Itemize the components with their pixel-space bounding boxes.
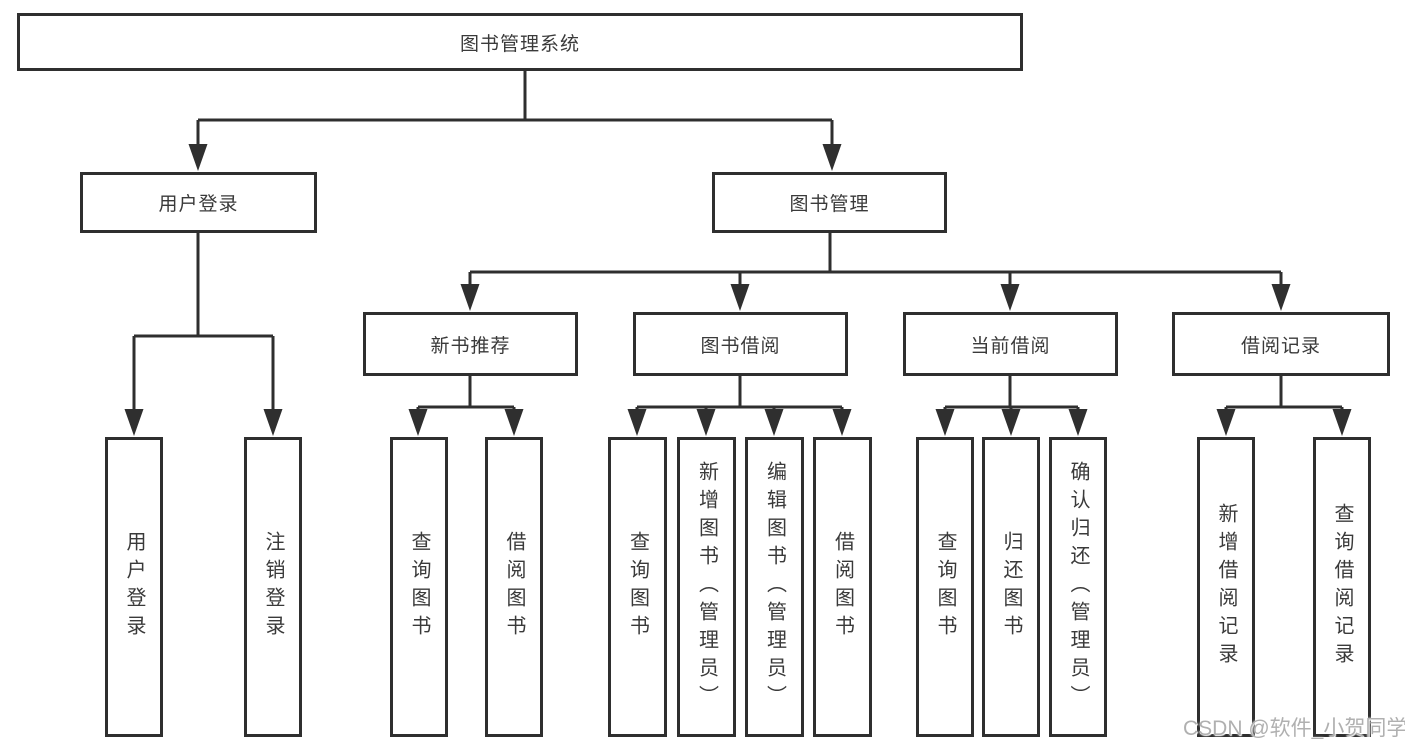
node-label: 用户登录 xyxy=(123,531,145,643)
leaf-logout-login: 注销登录 xyxy=(244,437,302,737)
arrowhead-icon xyxy=(504,409,524,436)
node-current-borrowing: 当前借阅 xyxy=(903,312,1118,376)
node-label: 图书借阅 xyxy=(700,335,781,357)
connector-userlogin-to-leaves xyxy=(132,233,275,412)
leaf-edit-books-admin: 编辑图书（管理员） xyxy=(745,437,804,737)
connector-root-to-level2 xyxy=(196,70,834,150)
leaf-query-books-recommend: 查询图书 xyxy=(390,437,448,737)
leaf-query-books-borrow: 查询图书 xyxy=(608,437,667,737)
node-book-management: 图书管理 xyxy=(712,172,947,233)
csdn-watermark: CSDN @软件_小贺同学 xyxy=(1183,717,1405,740)
arrowhead-icon xyxy=(935,409,955,436)
leaf-borrow-books-borrow: 借阅图书 xyxy=(813,437,872,737)
arrowhead-icon xyxy=(263,409,283,436)
arrowhead-icon xyxy=(1001,409,1021,436)
leaf-confirm-return-admin: 确认归还（管理员） xyxy=(1049,437,1107,737)
connector-newbook-to-leaves xyxy=(416,375,516,414)
node-label: 借阅记录 xyxy=(1240,335,1321,357)
arrowhead-icon xyxy=(124,409,144,436)
leaf-borrow-books-recommend: 借阅图书 xyxy=(485,437,543,737)
node-label: 查询图书 xyxy=(408,531,430,643)
node-user-login: 用户登录 xyxy=(80,172,317,233)
leaf-add-books-admin: 新增图书（管理员） xyxy=(677,437,736,737)
node-label: 查询借阅记录 xyxy=(1331,503,1353,671)
node-label: 编辑图书（管理员） xyxy=(763,461,786,713)
arrowhead-icon xyxy=(822,144,842,171)
node-label: 注销登录 xyxy=(262,531,284,643)
node-label: 借阅图书 xyxy=(831,531,854,643)
connector-bookmgmt-to-level3 xyxy=(468,233,1283,290)
node-label: 图书管理系统 xyxy=(459,33,580,55)
connector-bookborrow-to-leaves xyxy=(635,375,844,414)
node-label: 图书管理 xyxy=(789,194,870,215)
node-label: 确认归还（管理员） xyxy=(1067,461,1089,713)
node-label: 新书推荐 xyxy=(430,335,511,357)
node-label: 查询图书 xyxy=(626,531,649,643)
node-label: 查询图书 xyxy=(934,531,956,643)
leaf-return-books: 归还图书 xyxy=(982,437,1040,737)
node-book-borrowing: 图书借阅 xyxy=(633,312,848,376)
arrowhead-icon xyxy=(1332,409,1352,436)
node-new-book-recommendation: 新书推荐 xyxy=(363,312,578,376)
arrowhead-icon xyxy=(764,409,784,436)
arrowhead-icon xyxy=(1271,284,1291,311)
connector-currentborrow-to-leaves xyxy=(943,375,1080,414)
node-label: 新增借阅记录 xyxy=(1215,503,1237,671)
arrowhead-icon xyxy=(460,284,480,311)
arrowhead-icon xyxy=(188,144,208,171)
arrowhead-icon xyxy=(1068,409,1088,436)
node-borrowing-records: 借阅记录 xyxy=(1172,312,1390,376)
arrowhead-icon xyxy=(730,284,750,311)
node-label: 新增图书（管理员） xyxy=(695,461,718,713)
leaf-add-borrow-record: 新增借阅记录 xyxy=(1197,437,1255,737)
arrowhead-icon xyxy=(696,409,716,436)
node-library-management-system: 图书管理系统 xyxy=(17,13,1023,71)
leaf-query-books-current: 查询图书 xyxy=(916,437,974,737)
leaf-user-login: 用户登录 xyxy=(105,437,163,737)
node-label: 归还图书 xyxy=(1000,531,1022,643)
arrowhead-icon xyxy=(832,409,852,436)
arrowhead-icon xyxy=(408,409,428,436)
arrowhead-icon xyxy=(1000,284,1020,311)
arrowhead-icon xyxy=(1216,409,1236,436)
node-label: 当前借阅 xyxy=(970,335,1051,357)
leaf-query-borrow-record: 查询借阅记录 xyxy=(1313,437,1371,737)
node-label: 用户登录 xyxy=(158,194,239,215)
arrowhead-icon xyxy=(627,409,647,436)
connector-records-to-leaves xyxy=(1224,375,1344,414)
node-label: 借阅图书 xyxy=(503,531,525,643)
